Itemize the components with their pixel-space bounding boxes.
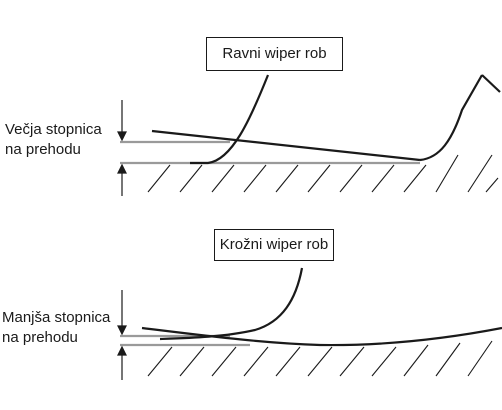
top-insert-right-corner: [481, 74, 501, 93]
bottom-wiper-title-box: Krožni wiper rob: [214, 229, 334, 261]
top-workpiece-hatching: [147, 154, 499, 193]
bottom-workpiece-hatching: [147, 340, 493, 377]
bottom-step-label-line2: na prehodu: [2, 329, 78, 346]
bottom-step-dimension-arrow: [117, 290, 127, 380]
top-step-label: Večja stopnica na prehodu: [5, 120, 102, 160]
bottom-insert-left-flank: [159, 267, 304, 341]
bottom-step-label-line1: Manjša stopnica: [2, 309, 111, 326]
top-step-label-line2: na prehodu: [5, 141, 81, 158]
bottom-curved-wiper-edge: [141, 326, 502, 347]
bottom-step-label: Manjša stopnica na prehodu: [2, 308, 110, 348]
top-wiper-title: Ravni wiper rob: [222, 45, 327, 62]
bottom-panel: [117, 267, 502, 380]
top-step-dimension-arrow: [117, 100, 127, 196]
top-straight-wiper-edge: [151, 129, 421, 162]
top-step-label-line1: Večja stopnica: [5, 121, 102, 138]
top-insert-left-flank: [190, 74, 270, 165]
top-insert-right-flank: [419, 74, 483, 162]
bottom-wiper-title: Krožni wiper rob: [219, 236, 329, 253]
top-panel: [117, 74, 501, 196]
top-wiper-title-box: Ravni wiper rob: [206, 37, 343, 71]
